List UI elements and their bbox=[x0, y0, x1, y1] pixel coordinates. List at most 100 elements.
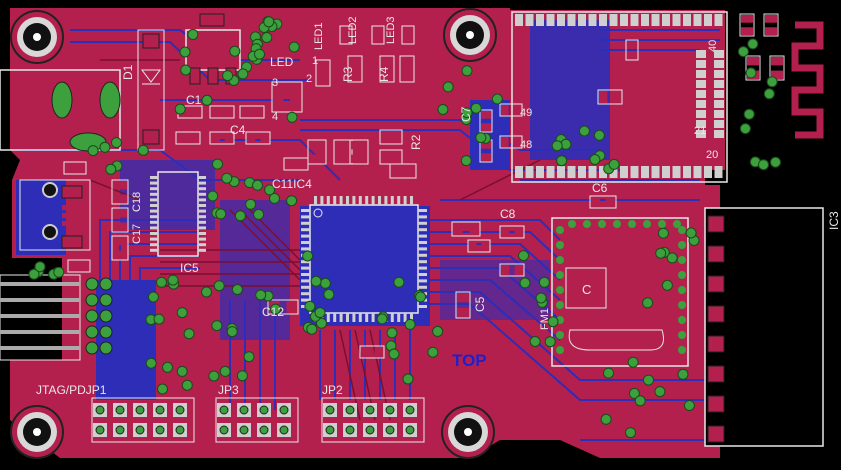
smd-component bbox=[349, 139, 369, 165]
fm1-pad bbox=[556, 286, 564, 294]
qfp-pin bbox=[418, 247, 427, 251]
label-ic5: IC5 bbox=[180, 261, 199, 275]
via bbox=[211, 320, 223, 332]
label-fm1: FM1 bbox=[539, 308, 551, 330]
diode-d1 bbox=[137, 29, 165, 151]
jtag-pin-lead bbox=[0, 314, 80, 318]
smd-component bbox=[239, 105, 265, 119]
via bbox=[551, 140, 563, 152]
smd-component bbox=[389, 163, 417, 179]
via bbox=[544, 336, 556, 348]
via bbox=[608, 158, 620, 170]
label-c18: C18 bbox=[131, 192, 143, 212]
via bbox=[643, 374, 654, 386]
via bbox=[304, 300, 316, 312]
jtag-pad bbox=[85, 277, 99, 291]
qfp-pin bbox=[301, 241, 310, 244]
label-led2: LED2 bbox=[347, 16, 359, 44]
connector-pin bbox=[696, 60, 706, 68]
wireless-module-ic3 bbox=[704, 207, 824, 447]
connector-pin bbox=[630, 14, 639, 26]
via bbox=[402, 373, 414, 385]
smd-component bbox=[111, 207, 129, 233]
connector-pin bbox=[599, 166, 607, 178]
ic5-pin bbox=[198, 243, 206, 247]
via bbox=[603, 367, 614, 379]
bottom-copper-regions bbox=[16, 20, 610, 400]
qfp-pin bbox=[339, 196, 343, 205]
via bbox=[316, 317, 327, 329]
connector-pin bbox=[578, 166, 586, 178]
via bbox=[770, 156, 781, 168]
via bbox=[404, 318, 416, 330]
header-pin-hole bbox=[155, 425, 165, 435]
via bbox=[207, 190, 219, 202]
connector-pin bbox=[714, 110, 724, 118]
connector-pin bbox=[714, 100, 724, 108]
via bbox=[491, 93, 503, 105]
label-c-mark: C bbox=[582, 282, 591, 297]
via bbox=[388, 348, 400, 360]
label-pin21: 21 bbox=[694, 125, 706, 137]
fm1-pad bbox=[678, 286, 686, 294]
ic5-pin bbox=[150, 243, 158, 247]
connector-pin bbox=[662, 14, 670, 26]
connector-pin bbox=[714, 14, 723, 26]
via bbox=[683, 400, 695, 411]
ic5-pin bbox=[150, 248, 158, 252]
ic5-pin bbox=[198, 215, 206, 219]
connector-pin bbox=[651, 166, 660, 178]
connector-pin bbox=[683, 166, 691, 178]
connector-pin bbox=[696, 90, 706, 98]
smd-component bbox=[315, 59, 331, 87]
smd-component bbox=[111, 235, 129, 261]
label-pin4: 4 bbox=[272, 111, 278, 123]
via bbox=[229, 45, 241, 57]
smd-passives bbox=[63, 13, 785, 359]
via bbox=[442, 81, 454, 93]
qfp-pin bbox=[301, 266, 310, 270]
via bbox=[270, 303, 281, 315]
via bbox=[255, 289, 267, 301]
jtag-pin-lead bbox=[0, 330, 80, 334]
via bbox=[53, 266, 65, 278]
via bbox=[747, 38, 759, 50]
header-pin-hole bbox=[135, 425, 145, 435]
smd-component bbox=[455, 291, 471, 319]
via bbox=[245, 198, 257, 210]
qfp-pin bbox=[346, 196, 349, 205]
connector-pin bbox=[696, 100, 706, 108]
via bbox=[181, 379, 193, 391]
qfp-pin bbox=[397, 196, 401, 205]
label-r3: R3 bbox=[341, 66, 355, 82]
via bbox=[286, 195, 298, 207]
jtag-pad bbox=[85, 293, 99, 307]
fm1-pad bbox=[628, 220, 636, 228]
header-pin-hole bbox=[259, 405, 269, 415]
connector-pin bbox=[714, 90, 724, 98]
ic5-pin bbox=[198, 198, 206, 202]
ic3-pad bbox=[707, 365, 725, 383]
smd-component bbox=[371, 25, 385, 45]
mounting-hole-bottom-left bbox=[10, 405, 64, 459]
via bbox=[642, 297, 654, 309]
via bbox=[432, 325, 444, 337]
header-pin-hole bbox=[345, 425, 355, 435]
via bbox=[393, 276, 405, 288]
jtag-pad bbox=[85, 325, 99, 339]
smd-component bbox=[399, 55, 415, 83]
connector-pin bbox=[696, 70, 706, 78]
via bbox=[654, 386, 666, 398]
via bbox=[739, 123, 751, 135]
ic3-pad bbox=[707, 305, 725, 323]
label-pin2: 2 bbox=[306, 73, 312, 85]
fm1-pad bbox=[556, 346, 564, 354]
header-pin-hole bbox=[155, 405, 165, 415]
fm1-pad bbox=[678, 331, 686, 339]
qfp-pin bbox=[358, 313, 362, 322]
connector-pin bbox=[567, 14, 576, 26]
ic5-pin bbox=[198, 226, 206, 230]
qfp-pin bbox=[418, 260, 427, 264]
via bbox=[288, 41, 300, 53]
qfp-pin bbox=[352, 313, 356, 322]
